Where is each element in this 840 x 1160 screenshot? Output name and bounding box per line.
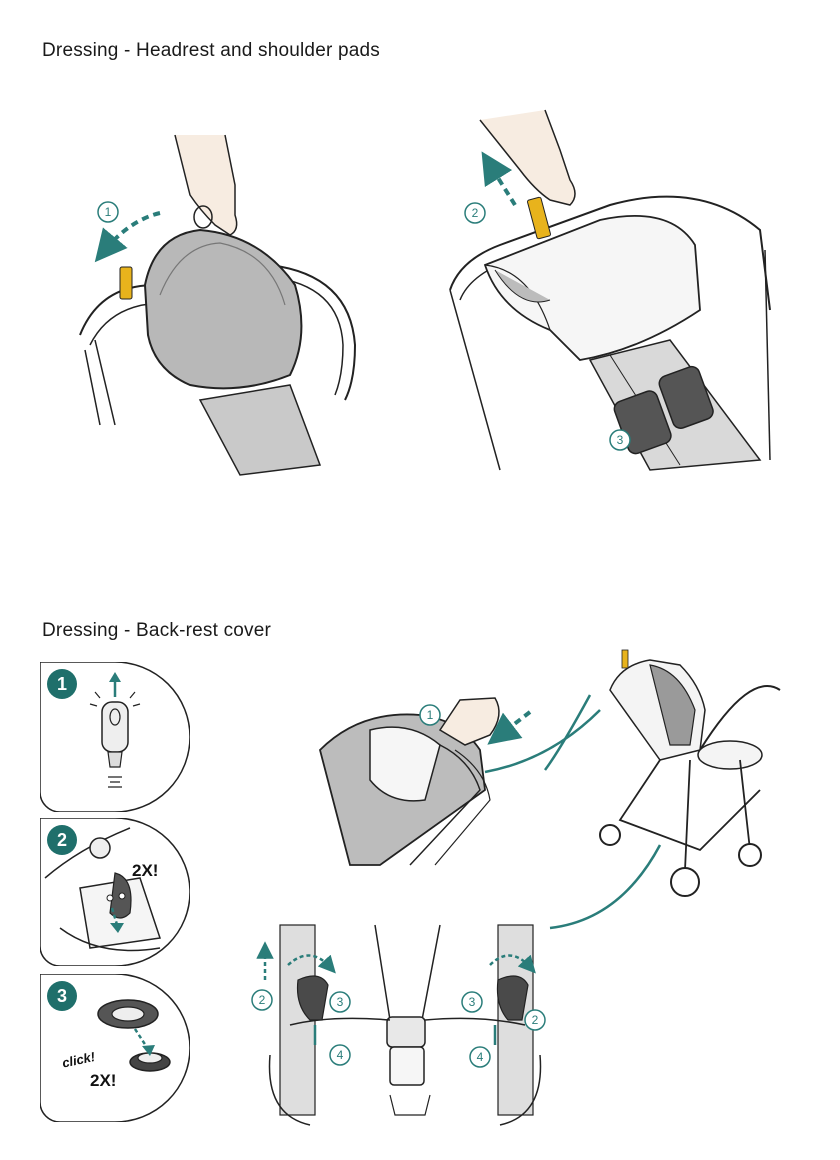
panel-3-note: 2X! bbox=[90, 1071, 116, 1090]
panel-3-sound: click! bbox=[61, 1049, 97, 1071]
instruction-panel-2: 2 2X! bbox=[40, 818, 190, 966]
stroller-overview-illustration bbox=[543, 649, 781, 930]
instruction-panel-1: 1 bbox=[40, 662, 190, 812]
clip-step-2-right: 2 bbox=[532, 1013, 539, 1027]
headrest-removal-illustration: 1 bbox=[79, 134, 357, 476]
shoulder-pads-illustration: 2 3 bbox=[449, 109, 771, 471]
step-number-1: 1 bbox=[105, 205, 112, 219]
panel-badge-1: 1 bbox=[57, 674, 67, 694]
clip-step-3-right: 3 bbox=[469, 995, 476, 1009]
panel-badge-3: 3 bbox=[57, 986, 67, 1006]
panel-badge-2: 2 bbox=[57, 830, 67, 850]
shoulder-clips-detail-illustration: 2 3 4 3 2 4 bbox=[251, 924, 546, 1126]
clip-step-2-left: 2 bbox=[259, 993, 266, 1007]
section-title-headrest: Dressing - Headrest and shoulder pads bbox=[42, 40, 380, 61]
instruction-panel-3: 3 click! 2X! bbox=[40, 974, 190, 1122]
clip-step-4-right: 4 bbox=[477, 1050, 484, 1064]
backrest-cover-illustration: 1 bbox=[318, 697, 601, 866]
clip-step-4-left: 4 bbox=[337, 1048, 344, 1062]
section-title-backrest: Dressing - Back-rest cover bbox=[42, 620, 272, 641]
step-number-2: 2 bbox=[472, 206, 479, 220]
clip-step-3-left: 3 bbox=[337, 995, 344, 1009]
panel-2-note: 2X! bbox=[132, 861, 158, 880]
step-number-3: 3 bbox=[617, 433, 624, 447]
bottom-step-number-1: 1 bbox=[427, 708, 434, 722]
